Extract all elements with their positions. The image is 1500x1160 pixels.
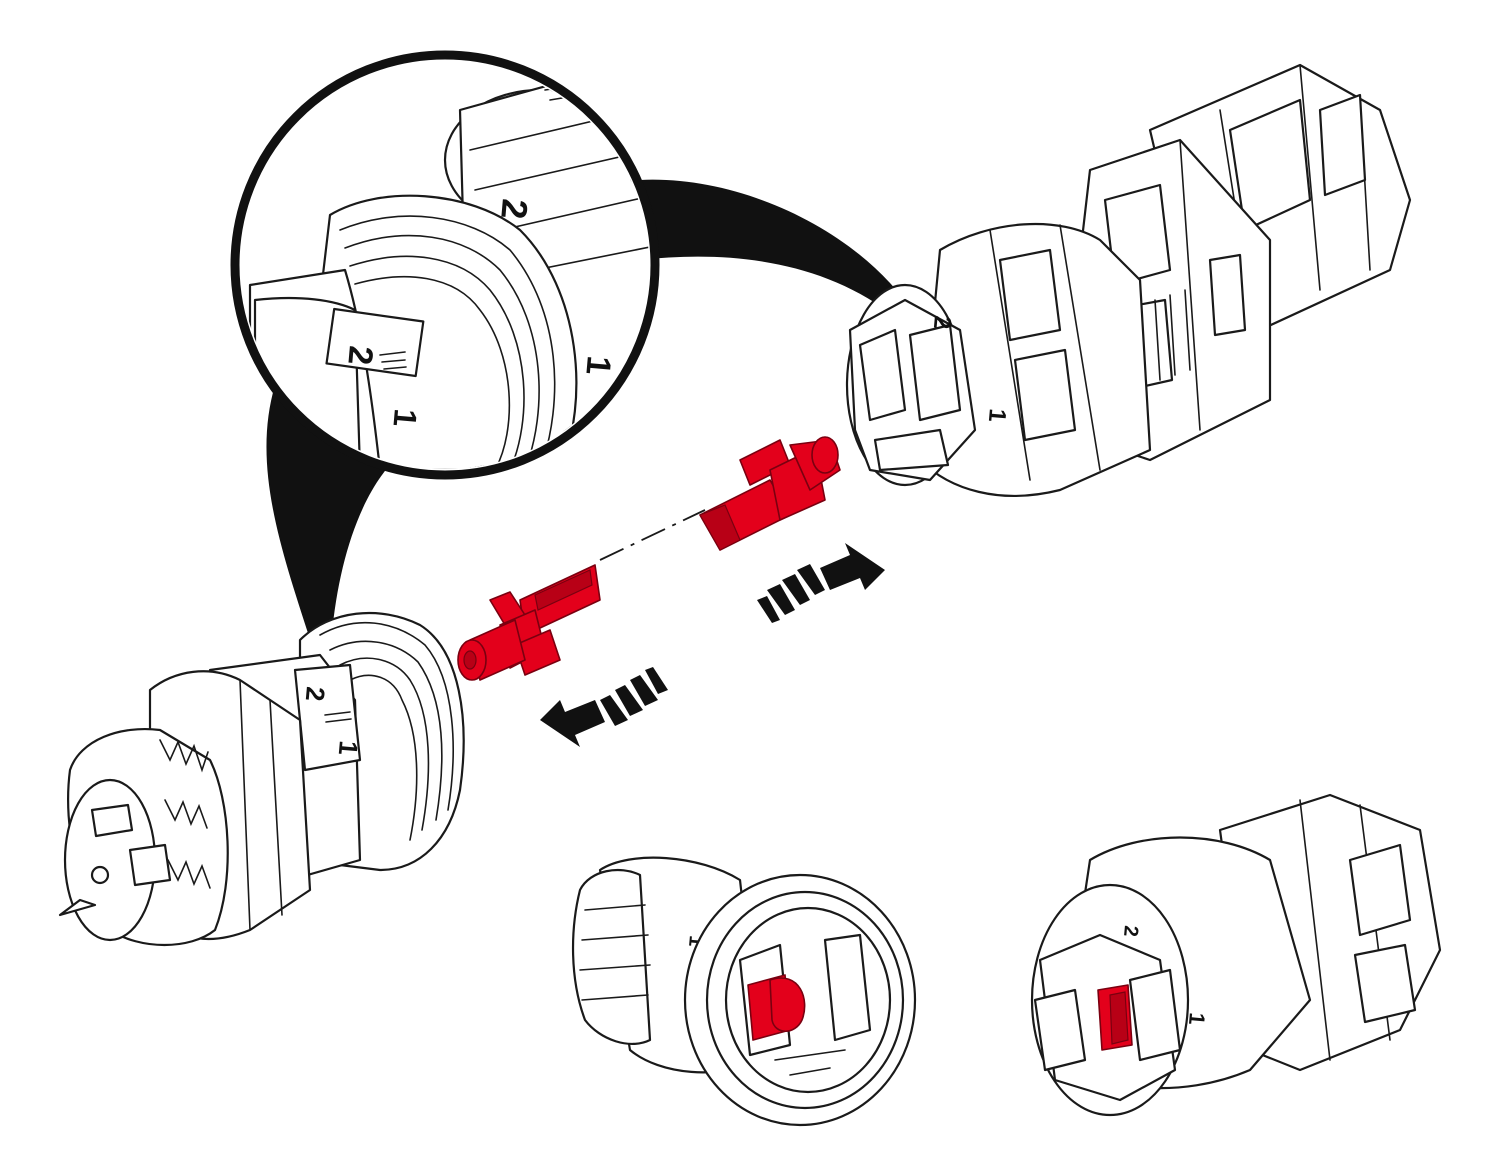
magnifier-callout: 2 1 2 1 (230, 50, 915, 660)
magnified-label-two-back: 2 (493, 197, 536, 221)
assembled-socket-face: 2 1 (1030, 793, 1442, 1117)
left-label-one: 1 (333, 739, 364, 756)
push-arrow-left-icon (540, 667, 668, 747)
red-contact-left (457, 564, 601, 681)
callout-wedge-right (640, 179, 915, 325)
magnified-label-one-back: 1 (578, 354, 618, 376)
red-contact-right (699, 436, 841, 551)
assembled-socket-label-one: 1 (1184, 1012, 1210, 1026)
magnified-label-one: 1 (386, 407, 423, 428)
right-connector-socket: 2 1 (845, 63, 1412, 497)
right-label-one: 1 (983, 407, 1011, 423)
alignment-axis (599, 509, 706, 561)
push-arrow-right-icon (757, 543, 885, 623)
assembled-plug-face: 1 2 (571, 856, 917, 1127)
assembled-socket-label-two: 2 (1119, 925, 1142, 938)
right-label-two: 2 (928, 314, 956, 330)
left-connector-plug: 2 1 (58, 611, 465, 946)
magnified-label-two: 2 (340, 344, 380, 366)
left-label-two: 2 (300, 685, 331, 702)
